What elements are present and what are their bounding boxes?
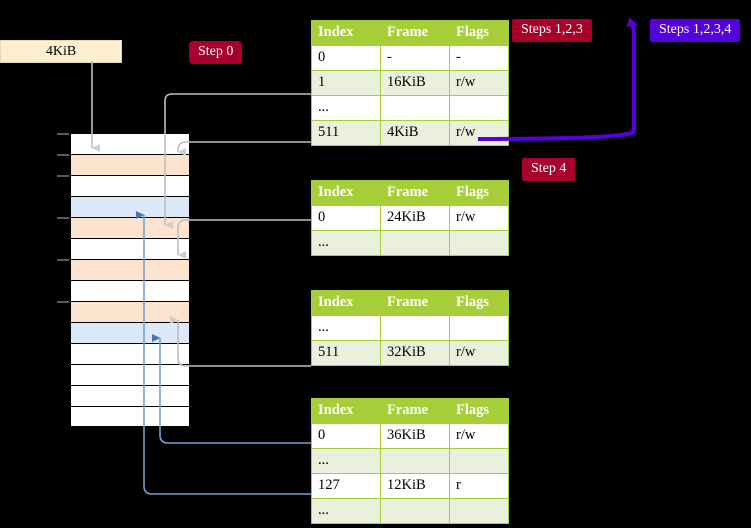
table-row: ...: [311, 230, 509, 256]
column-header-flags: Flags: [449, 290, 509, 316]
table-row: ...: [311, 95, 509, 121]
cell-flags: [449, 448, 509, 474]
frame-size-label: 4KiB: [45, 43, 77, 59]
table-row: ...: [311, 498, 509, 524]
memory-row-tick: [57, 133, 69, 135]
memory-row: [70, 322, 190, 343]
cell-index: ...: [311, 315, 381, 341]
table-row: ...: [311, 315, 509, 341]
cell-index: 511: [311, 120, 381, 146]
cell-flags: r/w: [449, 340, 509, 366]
cell-flags: r: [449, 473, 509, 499]
label-step-4: Step 4: [522, 158, 576, 181]
cell-index: 1: [311, 70, 381, 96]
memory-row: [70, 364, 190, 385]
cell-index: 0: [311, 205, 381, 231]
column-header-index: Index: [311, 180, 381, 206]
table-row: ...: [311, 448, 509, 474]
column-header-frame: Frame: [380, 20, 450, 46]
cell-flags: -: [449, 45, 509, 71]
memory-row: [57, 217, 190, 238]
column-header-index: Index: [311, 290, 381, 316]
wire-table0-row511: [177, 141, 311, 156]
memory-row: [70, 406, 190, 427]
cell-frame: [380, 315, 450, 341]
label-steps-1234: Steps 1,2,3,4: [650, 19, 741, 42]
column-header-frame: Frame: [380, 290, 450, 316]
cell-frame: [380, 95, 450, 121]
memory-row: [57, 175, 190, 196]
memory-row: [57, 133, 190, 154]
memory-row: [70, 196, 190, 217]
column-header-flags: Flags: [449, 20, 509, 46]
cell-index: 0: [311, 45, 381, 71]
wire-table1-row0: [177, 219, 311, 259]
cell-index: 0: [311, 423, 381, 449]
column-header-flags: Flags: [449, 398, 509, 424]
frame-size-box: 4KiB: [0, 40, 122, 63]
cell-index: ...: [311, 448, 381, 474]
column-header-index: Index: [311, 20, 381, 46]
cell-frame: 24KiB: [380, 205, 450, 231]
cell-flags: r/w: [449, 423, 509, 449]
column-header-frame: Frame: [380, 180, 450, 206]
cell-index: ...: [311, 95, 381, 121]
cell-index: 127: [311, 473, 381, 499]
cell-flags: [449, 95, 509, 121]
label-step-0: Step 0: [189, 41, 243, 64]
cell-flags: [449, 230, 509, 256]
memory-row-tick: [57, 154, 69, 156]
cell-flags: r/w: [449, 205, 509, 231]
memory-row: [57, 259, 190, 280]
memory-row: [57, 154, 190, 175]
cell-frame: 12KiB: [380, 473, 450, 499]
cell-frame: [380, 448, 450, 474]
label-steps-123: Steps 1,2,3: [512, 19, 592, 42]
memory-row-tick: [57, 259, 69, 261]
memory-row: [57, 301, 190, 322]
cell-flags: [449, 498, 509, 524]
cell-index: ...: [311, 230, 381, 256]
memory-row-tick: [57, 175, 69, 177]
cell-frame: 36KiB: [380, 423, 450, 449]
memory-row: [70, 385, 190, 406]
cell-frame: [380, 498, 450, 524]
cell-frame: [380, 230, 450, 256]
cell-frame: 16KiB: [380, 70, 450, 96]
memory-row-tick: [57, 217, 69, 219]
memory-column: [57, 133, 190, 427]
memory-row: [70, 280, 190, 301]
memory-row-tick: [57, 301, 69, 303]
cell-index: 511: [311, 340, 381, 366]
cell-frame: 32KiB: [380, 340, 450, 366]
column-header-index: Index: [311, 398, 381, 424]
cell-flags: [449, 315, 509, 341]
table-row: 0--: [311, 45, 509, 71]
column-header-flags: Flags: [449, 180, 509, 206]
wire-table2-row511: [170, 316, 311, 367]
memory-row: [70, 238, 190, 259]
cell-flags: r/w: [449, 120, 509, 146]
column-header-frame: Frame: [380, 398, 450, 424]
cell-index: ...: [311, 498, 381, 524]
cell-frame: 4KiB: [380, 120, 450, 146]
cell-flags: r/w: [449, 70, 509, 96]
cell-frame: -: [380, 45, 450, 71]
memory-row: [70, 343, 190, 364]
